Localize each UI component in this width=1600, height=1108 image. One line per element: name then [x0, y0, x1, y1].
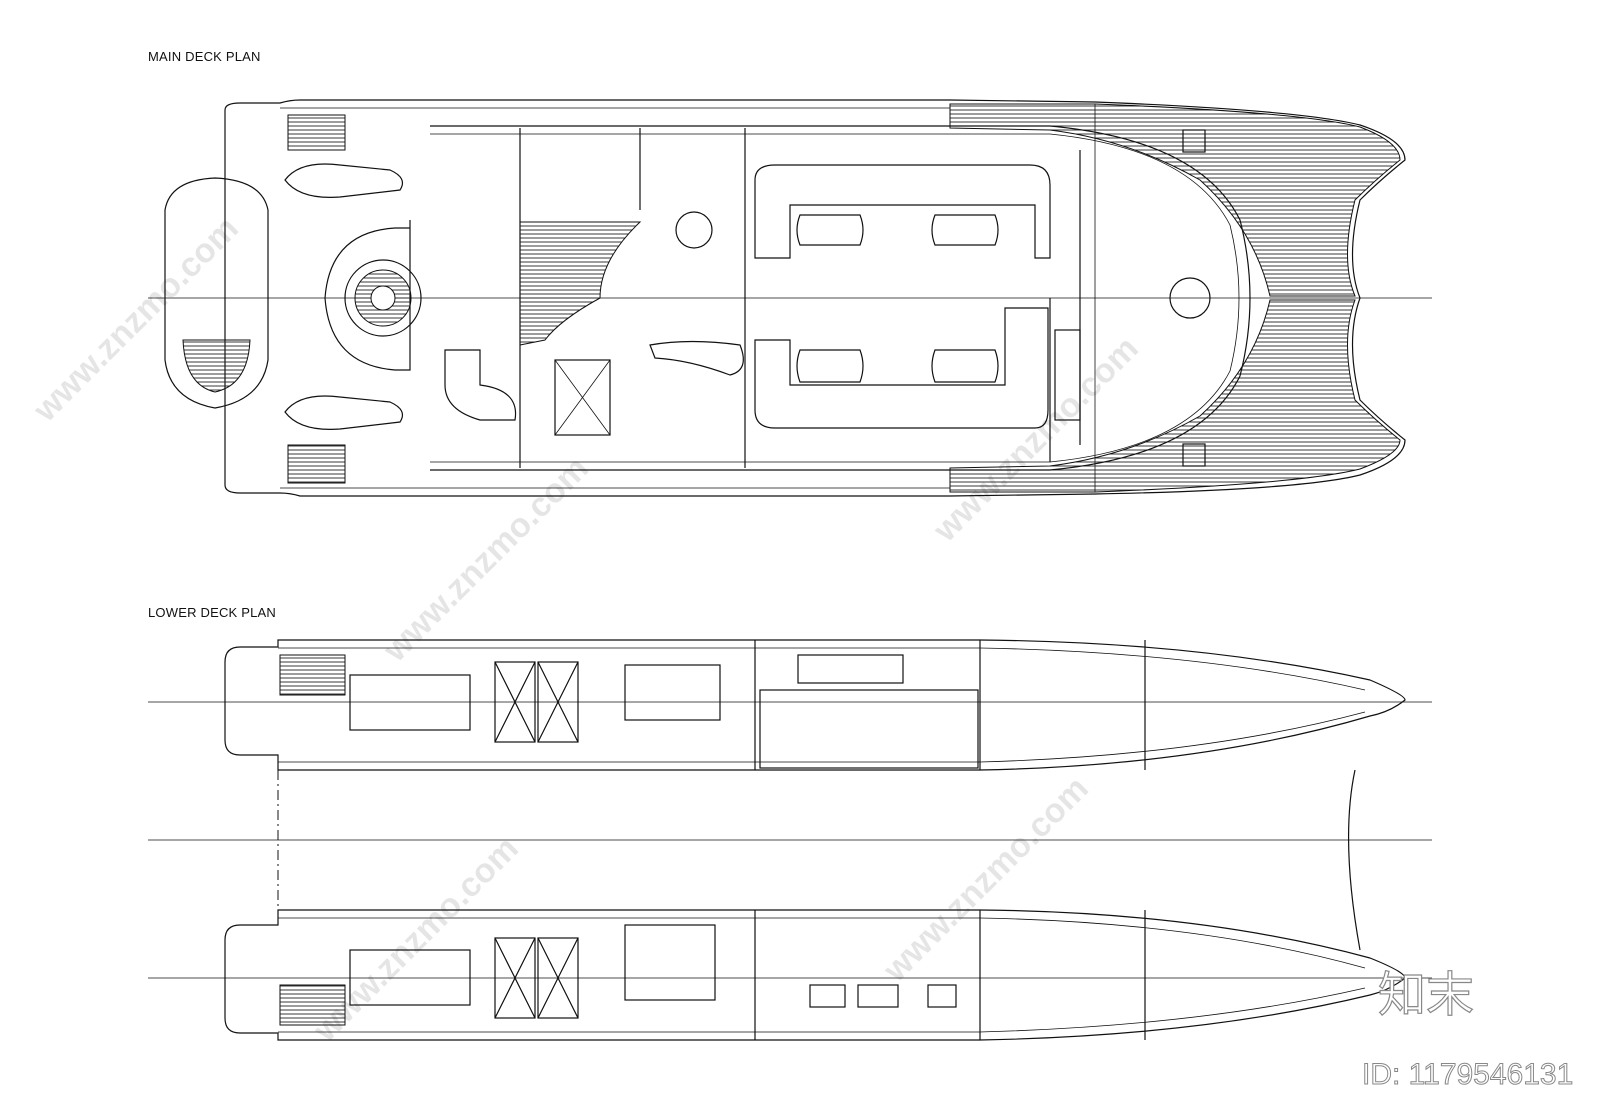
round-table	[675, 211, 713, 249]
main-deck-plan-title: MAIN DECK PLAN	[148, 49, 261, 64]
jet-ski-port	[284, 163, 403, 198]
hatch	[1182, 129, 1206, 153]
jet-ski-starboard	[284, 395, 403, 430]
spiral-stair	[444, 349, 517, 421]
bar-counter	[649, 340, 744, 376]
tender	[164, 177, 269, 409]
port-hull	[224, 639, 1406, 771]
main-hull-outline	[224, 99, 1406, 497]
lower-deck-plan-title: LOWER DECK PLAN	[148, 605, 276, 620]
hatch	[1182, 443, 1206, 467]
console	[1054, 329, 1081, 421]
watermark-id: ID: 1179546131	[1361, 1058, 1574, 1092]
aft-seating	[324, 220, 411, 371]
watermark-logo: 知末	[1377, 968, 1475, 1022]
tender-turntable	[344, 259, 422, 337]
elevator	[554, 359, 611, 436]
helm-seat	[1169, 277, 1211, 319]
bow-deck-port	[949, 103, 1401, 297]
bow-deck-starboard	[949, 299, 1401, 493]
lower-deck-plan	[148, 639, 1432, 1041]
bridge-deck-edge	[1347, 769, 1361, 951]
superstructure	[430, 125, 1251, 471]
dining-tables	[796, 214, 999, 383]
starboard-hull	[224, 909, 1406, 1041]
cabins	[624, 654, 979, 1008]
sofa-port	[754, 164, 1051, 259]
sofa-starboard	[754, 307, 1049, 429]
tanks	[494, 661, 579, 1019]
main-deck-plan	[148, 99, 1432, 497]
